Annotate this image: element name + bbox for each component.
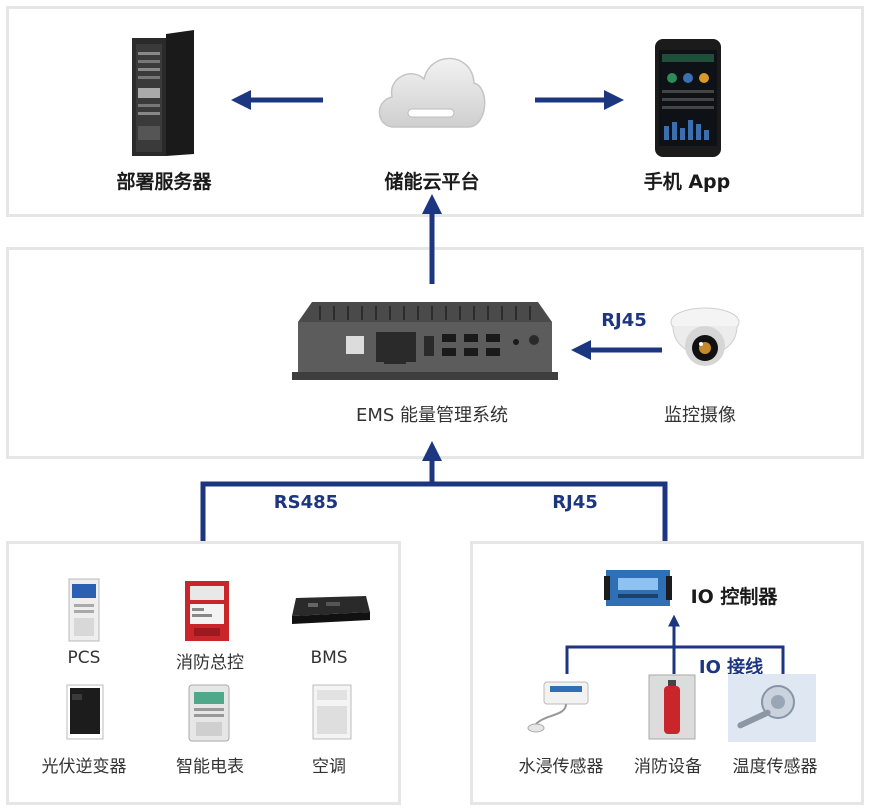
camera-icon [670,307,740,366]
device-label-fire-equipment: 消防设备 [634,757,702,777]
device-label-pv-inverter: 光伏逆变器 [41,757,127,777]
device-label-smart-meter: 智能电表 [176,757,244,777]
ems-box-icon [292,302,558,380]
phone-icon [655,39,721,157]
bms-unit-icon [292,596,370,624]
cloud-icon [378,57,486,128]
pcs-cabinet-icon [68,578,100,642]
device-label-temperature-sensor: 温度传感器 [732,757,818,777]
device-label-water-sensor: 水浸传感器 [518,757,604,777]
device-label-fire-control: 消防总控 [176,653,244,673]
camera-link-label: RJ45 [601,310,647,331]
device-label-air-conditioner: 空调 [312,757,346,777]
io-wiring-label: IO 接线 [698,657,764,678]
io-controller-label: IO 控制器 [690,586,778,608]
fire-equipment-icon [648,674,696,740]
ems-label: EMS 能量管理系统 [355,405,509,426]
server-rack-icon [132,30,194,156]
phone-label: 手机 App [643,171,731,193]
air-conditioner-icon [312,684,352,740]
device-label-bms: BMS [310,648,348,668]
pv-inverter-icon [66,684,104,740]
device-label-pcs: PCS [67,648,101,668]
server-label: 部署服务器 [116,171,212,193]
water-sensor-icon [527,681,589,733]
io-controller-icon [604,570,672,606]
rj45-label: RJ45 [552,492,598,513]
temperature-sensor-icon [728,674,816,742]
fire-control-panel-icon [185,581,229,641]
camera-label: 监控摄像 [664,405,736,426]
cloud-label: 储能云平台 [384,171,480,193]
smart-meter-icon [188,684,230,742]
rs485-label: RS485 [273,492,339,513]
